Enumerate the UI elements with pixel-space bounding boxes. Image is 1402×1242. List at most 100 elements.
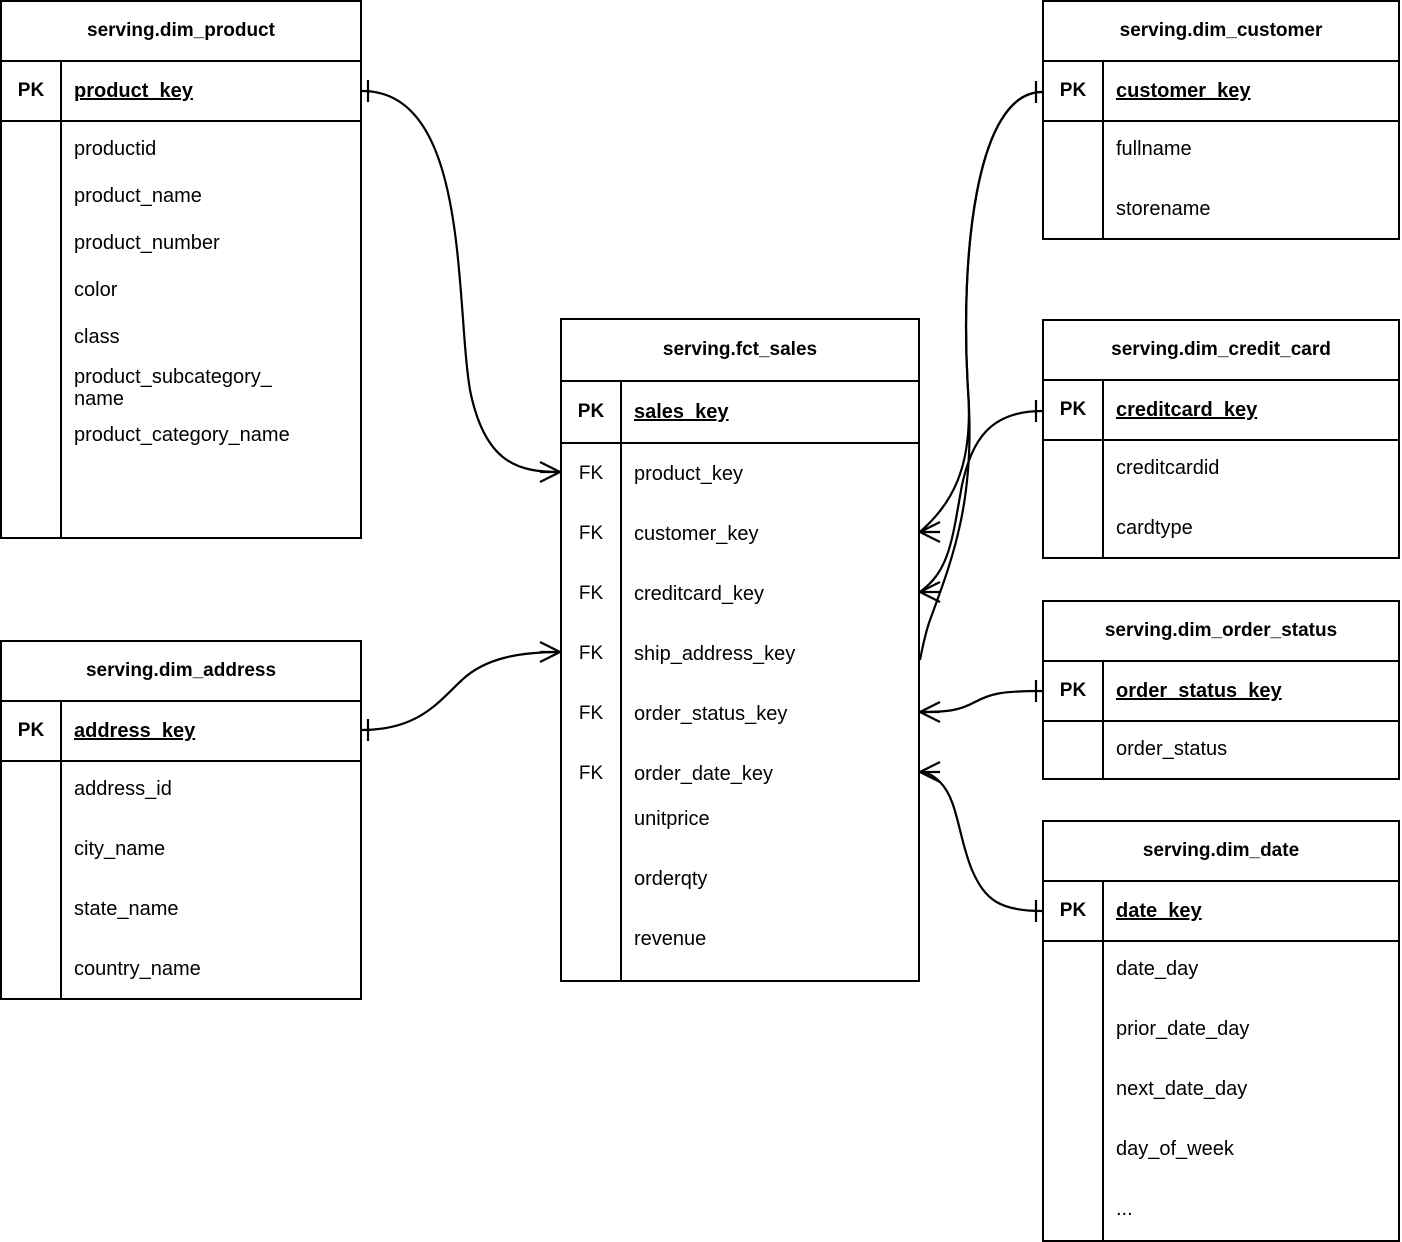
entity-title-dim-date: serving.dim_date [1044,822,1398,882]
entity-title-fct-sales: serving.fct_sales [562,320,918,382]
table-row[interactable]: FK ship_address_key [562,624,918,684]
list-item: product_number [74,232,220,254]
field-customer-key: customer_key [1116,79,1251,102]
pk-badge: PK [2,702,62,760]
measure-block-fct-sales: unitprice orderqty revenue [562,804,918,980]
fk-badge: FK [562,444,622,504]
field-address-key: address_key [74,719,196,742]
field-order-status-key: order_status_key [1116,679,1282,702]
list-item: date_day [1116,958,1199,980]
crowsfoot-product [539,461,561,483]
field-creditcard-key: creditcard_key [1116,398,1258,421]
crowsfoot-address [539,641,561,663]
relationship-order-status [919,680,1043,723]
table-row[interactable]: PK sales_key [562,382,918,444]
crowsfoot-creditcard [919,581,941,603]
list-item: class [74,326,120,348]
table-row[interactable]: PK creditcard_key [1044,381,1398,441]
list-item: ... [1116,1198,1133,1220]
table-row[interactable]: FK customer_key [562,504,918,564]
field-fk-ship-address-key: ship_address_key [634,642,796,665]
field-date-key: date_key [1116,899,1202,922]
list-item: address_id [74,778,172,800]
crowsfoot-order-status [919,701,941,723]
relationship-customer [918,81,1043,661]
list-item: order_status [1116,738,1228,760]
list-item: revenue [634,928,707,950]
list-item: color [74,279,118,301]
list-item: fullname [1116,138,1192,160]
entity-title-dim-credit-card: serving.dim_credit_card [1044,321,1398,381]
table-row[interactable]: PK customer_key [1044,62,1398,122]
attribute-block-dim-date: date_day prior_date_day next_date_day da… [1044,942,1398,1240]
entity-title-dim-address: serving.dim_address [2,642,360,702]
attribute-block-dim-order-status: order_status [1044,722,1398,778]
table-row[interactable]: FK creditcard_key [562,564,918,624]
entity-dim-credit-card[interactable]: serving.dim_credit_card PK creditcard_ke… [1042,319,1400,559]
fk-badge: FK [562,504,622,564]
crowsfoot-date [919,761,941,783]
list-item: productid [74,138,157,160]
attribute-block-dim-address: address_id city_name state_name country_… [2,762,360,998]
list-item: city_name [74,838,166,860]
pk-badge: PK [1044,62,1104,120]
list-item: next_date_day [1116,1078,1248,1100]
entity-title-dim-customer: serving.dim_customer [1044,2,1398,62]
list-item: storename [1116,198,1211,220]
field-fk-order-status-key: order_status_key [634,702,788,725]
list-item: product_subcategory_ [74,366,272,388]
table-row[interactable]: PK product_key [2,62,360,122]
fk-badge: FK [562,624,622,684]
list-item: country_name [74,958,201,980]
list-item: creditcardid [1116,457,1220,479]
key-column-spacer [2,762,62,998]
pk-badge: PK [1044,882,1104,940]
list-item: name [74,388,125,410]
entity-dim-order-status[interactable]: serving.dim_order_status PK order_status… [1042,600,1400,780]
attribute-block-dim-customer: fullname storename [1044,122,1398,238]
field-product-key: product_key [74,79,193,102]
list-item: product_name [74,185,202,207]
key-column-spacer [1044,122,1104,238]
list-item: orderqty [634,868,708,890]
fk-badge: FK [562,744,622,804]
table-row[interactable]: PK date_key [1044,882,1398,942]
pk-badge: PK [1044,662,1104,720]
key-column-spacer [1044,441,1104,557]
table-row[interactable]: PK address_key [2,702,360,762]
pk-badge: PK [1044,381,1104,439]
crowsfoot-customer [919,521,941,543]
pk-badge: PK [562,382,622,442]
fk-badge: FK [562,564,622,624]
entity-dim-customer[interactable]: serving.dim_customer PK customer_key ful… [1042,0,1400,240]
field-fk-creditcard-key: creditcard_key [634,582,765,605]
list-item: product_category_name [74,424,290,446]
table-row[interactable]: FK order_date_key [562,744,918,804]
entity-title-dim-order-status: serving.dim_order_status [1044,602,1398,662]
list-item: state_name [74,898,179,920]
attribute-block-dim-product: productid product_name product_number co… [2,122,360,537]
table-row[interactable]: PK order_status_key [1044,662,1398,722]
fk-badge: FK [562,684,622,744]
entity-dim-product[interactable]: serving.dim_product PK product_key produ… [0,0,362,539]
list-item: day_of_week [1116,1138,1234,1160]
entity-fct-sales[interactable]: serving.fct_sales PK sales_key FK produc… [560,318,920,982]
entity-title-dim-product: serving.dim_product [2,2,360,62]
foreign-key-block: FK product_key FK customer_key FK credit… [562,444,918,804]
entity-dim-address[interactable]: serving.dim_address PK address_key addre… [0,640,362,1000]
key-column-spacer [1044,942,1104,1240]
entity-dim-date[interactable]: serving.dim_date PK date_key date_day pr… [1042,820,1400,1242]
key-column-spacer [2,122,62,537]
attribute-block-dim-credit-card: creditcardid cardtype [1044,441,1398,557]
relationship-creditcard [919,400,1043,603]
relationship-product [361,80,561,483]
relationship-date [919,761,1043,922]
table-row[interactable]: FK product_key [562,444,918,504]
list-item: unitprice [634,808,710,830]
table-row[interactable]: FK order_status_key [562,684,918,744]
key-column-spacer [1044,722,1104,778]
pk-badge: PK [2,62,62,120]
list-item: prior_date_day [1116,1018,1250,1040]
field-fk-customer-key: customer_key [634,522,759,545]
